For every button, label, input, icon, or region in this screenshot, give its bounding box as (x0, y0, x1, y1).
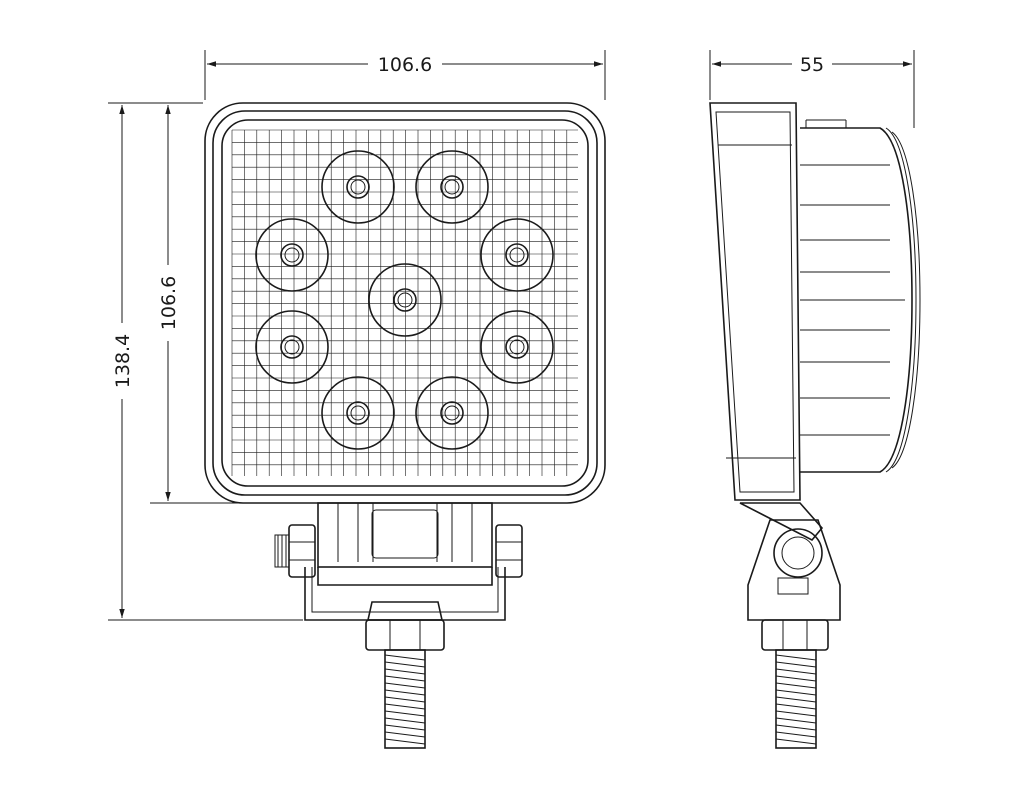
overall-height-label: 138.4 (112, 334, 134, 388)
thread-line (775, 724, 817, 731)
thread-line (384, 738, 426, 745)
front-housing-outer (204, 102, 606, 504)
thread-line (775, 661, 817, 668)
dimension-side-depth: 55 (709, 50, 915, 128)
led (321, 376, 395, 450)
led-reflector (321, 150, 395, 224)
thread-line (775, 731, 817, 738)
led-emitter (350, 405, 366, 421)
led (255, 310, 329, 384)
led-emitter (444, 179, 460, 195)
led-array (255, 150, 554, 450)
thread-line (775, 675, 817, 682)
thread-line (384, 703, 426, 710)
led (480, 310, 554, 384)
front-view (204, 102, 606, 749)
thread-line (384, 675, 426, 682)
thread-line (775, 717, 817, 724)
thread-line (775, 682, 817, 689)
led (321, 150, 395, 224)
thread-line (384, 710, 426, 717)
thread-line (775, 654, 817, 661)
heat-sink (800, 127, 913, 473)
heat-sink-fins (800, 164, 905, 436)
thread-line (384, 689, 426, 696)
front-lens-frame (221, 119, 589, 487)
led-emitter (350, 179, 366, 195)
led-emitter-ring (440, 401, 464, 425)
led-emitter-ring (280, 335, 304, 359)
led (368, 263, 442, 337)
led-emitter (284, 339, 300, 355)
led-emitter (509, 339, 525, 355)
front-bolt-thread (384, 654, 426, 745)
led-emitter-ring (346, 401, 370, 425)
thread-line (384, 668, 426, 675)
thread-line (384, 661, 426, 668)
front-height-label: 106.6 (158, 276, 180, 330)
thread-line (384, 654, 426, 661)
led-reflector (255, 218, 329, 292)
thread-line (775, 668, 817, 675)
led-emitter-ring (440, 175, 464, 199)
mounting-bracket-side (739, 502, 841, 749)
led-reflector (415, 376, 489, 450)
led-emitter-ring (346, 175, 370, 199)
thread-line (384, 717, 426, 724)
led-reflector (368, 263, 442, 337)
led (255, 218, 329, 292)
led-emitter-ring (505, 335, 529, 359)
led-reflector (255, 310, 329, 384)
dimension-front-width: 106.6 (204, 50, 606, 100)
thread-line (775, 738, 817, 745)
led-emitter-ring (505, 243, 529, 267)
side-bolt-thread (775, 654, 817, 745)
led-emitter (284, 247, 300, 263)
front-housing-bezel (212, 110, 598, 496)
side-housing-outer (709, 102, 801, 501)
led-reflector (480, 218, 554, 292)
led (415, 150, 489, 224)
front-width-label: 106.6 (378, 54, 432, 76)
lens-grid (231, 129, 578, 476)
led (415, 376, 489, 450)
led (480, 218, 554, 292)
led-emitter (444, 405, 460, 421)
led-reflector (480, 310, 554, 384)
led-emitter-ring (280, 243, 304, 267)
thread-line (384, 731, 426, 738)
thread-line (775, 703, 817, 710)
thread-line (384, 696, 426, 703)
led-emitter (509, 247, 525, 263)
thread-line (775, 696, 817, 703)
dimension-front-height: 106.6 (150, 102, 316, 504)
side-depth-label: 55 (800, 54, 824, 76)
thread-line (384, 724, 426, 731)
thread-line (775, 710, 817, 717)
thread-line (384, 682, 426, 689)
mounting-bracket-front (274, 502, 523, 749)
led-reflector (415, 150, 489, 224)
led-reflector (321, 376, 395, 450)
side-view (709, 102, 921, 749)
led-emitter (397, 292, 413, 308)
thread-line (775, 689, 817, 696)
led-emitter-ring (393, 288, 417, 312)
dimension-overall-height: 138.4 (108, 102, 303, 621)
